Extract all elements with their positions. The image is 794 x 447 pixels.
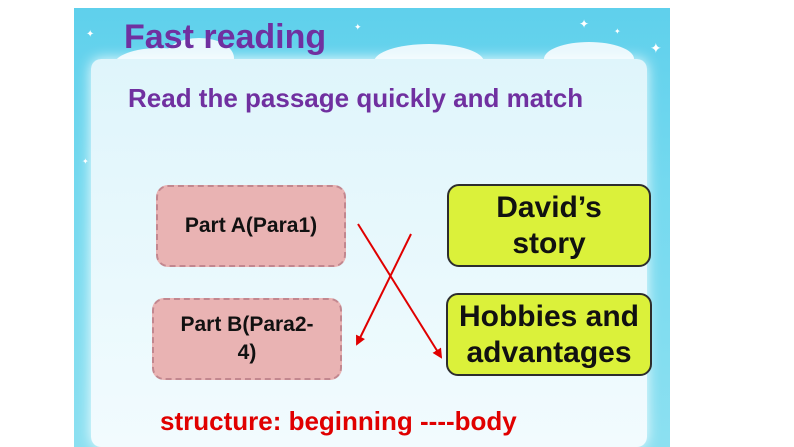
arrow-part-a-to-hobbies bbox=[357, 223, 443, 359]
part-a-box[interactable]: Part A(Para1) bbox=[156, 185, 346, 267]
part-a-label: Part A(Para1) bbox=[184, 213, 318, 237]
structure-note: structure: beginning ----body bbox=[160, 406, 517, 436]
hobbies-advantages-box[interactable]: Hobbies and advantages bbox=[446, 293, 652, 376]
instruction-text: Read the passage quickly and match bbox=[128, 83, 584, 113]
star-icon: ✦ bbox=[82, 157, 89, 166]
star-icon: ✦ bbox=[86, 29, 95, 40]
slide-title: Fast reading bbox=[124, 18, 327, 56]
davids-story-box[interactable]: David’s story bbox=[447, 184, 651, 267]
davids-story-label: David’s story bbox=[496, 190, 602, 260]
part-b-label: Part B(Para2- 4) bbox=[180, 312, 314, 364]
arrow-davids-story-to-part-b bbox=[356, 233, 412, 346]
hobbies-advantages-label: Hobbies and advantages bbox=[458, 299, 639, 369]
star-icon: ✦ bbox=[614, 27, 621, 36]
star-icon: ✦ bbox=[579, 17, 590, 31]
star-icon: ✦ bbox=[650, 41, 662, 57]
star-icon: ✦ bbox=[354, 23, 362, 33]
part-b-box[interactable]: Part B(Para2- 4) bbox=[152, 298, 342, 380]
